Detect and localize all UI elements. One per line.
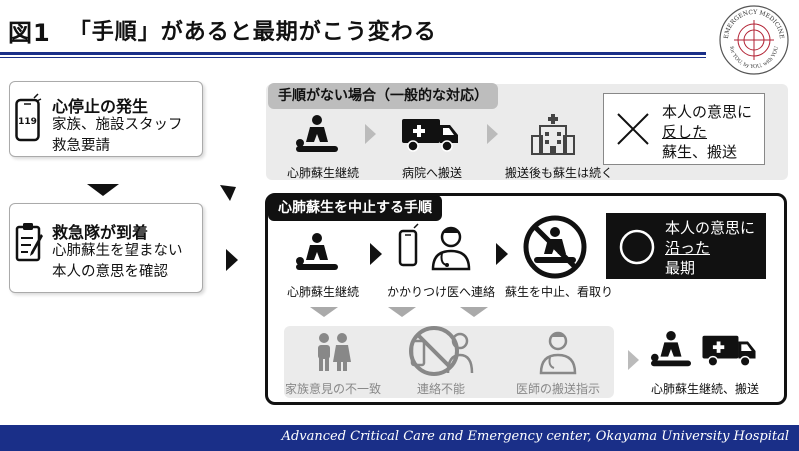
title-underline [0, 52, 706, 55]
gray-down-arrow [460, 307, 488, 317]
title-underline-thin [0, 57, 706, 58]
with-protocol-title: 心肺蘇生を中止する手順 [268, 195, 442, 221]
step-transport-caption: 病院へ搬送 [401, 166, 462, 180]
black-arrow [370, 243, 382, 265]
gray-arrow [365, 124, 376, 144]
arrest-title: 心停止の発生 [52, 97, 149, 116]
gray-arrow [487, 124, 498, 144]
stop-step-call-caption: かかりつけ医へ連絡 [386, 285, 496, 299]
stop-step-withhold-caption: 蘇生を中止、看取り [505, 285, 614, 299]
gray-down-arrow [310, 307, 338, 317]
doctor-icon [539, 331, 577, 375]
page-title: 「手順」があると最期がこう変わる [68, 20, 437, 45]
gray-down-arrow [388, 307, 416, 317]
svg-text:119: 119 [18, 117, 37, 127]
exception-family-caption: 家族意見の不一致 [285, 382, 382, 396]
ambulance-icon [702, 335, 756, 367]
footer-bar: Advanced Critical Care and Emergency cen… [0, 425, 799, 451]
cpr-icon [296, 233, 338, 270]
outcome-according-line1: 本人の意思に [665, 219, 756, 237]
emergency-medicine-logo: EMERGENCY MEDICINE for YOU, by YOU, with… [719, 5, 789, 75]
arrest-line2: 救急要請 [52, 138, 110, 154]
arrest-line1: 家族、施設スタッフ [52, 117, 183, 133]
branch-arrow-right [226, 249, 238, 271]
outcome-according-line3: 最期 [665, 259, 696, 277]
card-ems-arrival [9, 203, 203, 293]
outcome-according-line2: 沿った [665, 239, 711, 257]
gray-arrow [628, 350, 639, 370]
cross-mark-icon [617, 113, 649, 145]
clipboard-icon [15, 223, 43, 262]
outcome-according-will: 本人の意思に 沿った 最期 [606, 213, 766, 279]
card-cardiac-arrest [9, 81, 203, 157]
hospital-icon [531, 114, 575, 155]
stop-step-cpr-caption: 心肺蘇生継続 [287, 285, 360, 299]
branch-arrow-up [220, 185, 236, 201]
ambulance-icon [402, 119, 458, 152]
step-cpr-caption: 心肺蘇生継続 [287, 166, 360, 180]
phone-119-icon: 119 [15, 93, 42, 142]
figure-label: 図1 [8, 18, 51, 47]
phone-icon [398, 223, 419, 267]
step-continue-caption: 搬送後も蘇生は続く [505, 166, 614, 180]
exception-result-caption: 心肺蘇生継続、搬送 [650, 382, 759, 396]
title-bar: 図1 「手順」があると最期がこう変わる [8, 10, 437, 50]
outcome-according-text: 本人の意思に 沿った 最期 [665, 218, 755, 278]
circle-mark-icon [619, 229, 655, 265]
arrow-down [87, 184, 119, 196]
outcome-against-will: 本人の意思に 反した 蘇生、搬送 [603, 93, 765, 165]
outcome-against-line3: 蘇生、搬送 [662, 143, 738, 161]
doctor-icon [431, 226, 471, 271]
ems-line2: 本人の意思を確認 [52, 264, 168, 280]
exception-doctor-caption: 医師の搬送指示 [515, 382, 600, 396]
family-icon [318, 333, 351, 371]
no-protocol-title: 手順がない場合（一般的な対応） [268, 83, 498, 109]
cpr-icon [651, 330, 691, 367]
outcome-against-line2: 反した [662, 123, 708, 141]
exception-no-contact-caption: 連絡不能 [416, 382, 465, 396]
black-arrow [496, 243, 508, 265]
outcome-against-line1: 本人の意思に [662, 103, 753, 121]
ems-line1: 心肺蘇生を望まない [52, 243, 183, 259]
outcome-against-text: 本人の意思に 反した 蘇生、搬送 [662, 102, 752, 162]
no-contact-icon [409, 326, 474, 376]
cpr-icon [296, 115, 338, 152]
footer-text: Advanced Critical Care and Emergency cen… [281, 429, 789, 444]
ems-title: 救急隊が到着 [52, 223, 149, 242]
no-cpr-icon [523, 215, 587, 279]
